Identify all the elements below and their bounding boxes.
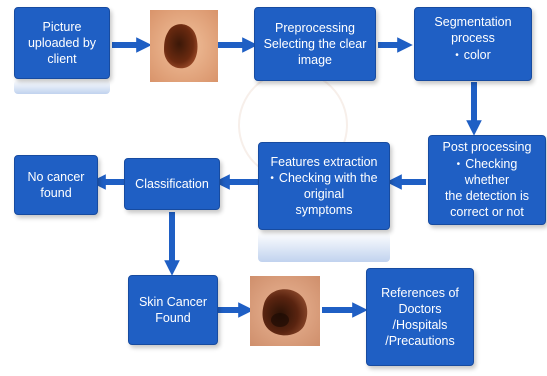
node-line: original [304, 186, 344, 202]
node-line: References of [381, 285, 459, 301]
node-bullet: • color [455, 47, 491, 63]
node-no-cancer: No cancer found [14, 155, 98, 215]
node-line: found [40, 185, 71, 201]
node-features-extraction: Features extraction • Checking with the o… [258, 142, 390, 230]
bullet-dot-icon: • [270, 173, 274, 184]
node-line: Classification [135, 176, 209, 192]
node-picture-upload: Picture uploaded by client [14, 7, 110, 79]
node-line: No cancer [28, 169, 85, 185]
node-line: Picture [43, 19, 82, 35]
node-skin-cancer-found: Skin Cancer Found [128, 275, 218, 345]
node-segmentation: Segmentation process • color [414, 7, 532, 81]
reflection-features-extraction [258, 232, 390, 262]
node-line: symptoms [296, 202, 353, 218]
node-bullet-text: Checking whether [465, 157, 518, 187]
node-line: Doctors [398, 301, 441, 317]
node-line: uploaded by [28, 35, 96, 51]
bullet-dot-icon: • [455, 50, 459, 61]
node-line: client [47, 51, 76, 67]
skin-lesion-photo-1 [150, 10, 218, 82]
node-bullet-text: color [464, 48, 491, 62]
node-bullet: • Checking with the [270, 170, 377, 186]
bullet-dot-icon: • [457, 159, 461, 170]
node-line: the detection is [445, 188, 529, 204]
node-line: Selecting the clear [264, 36, 367, 52]
node-classification: Classification [124, 158, 220, 210]
node-preprocessing: Preprocessing Selecting the clear image [254, 7, 376, 81]
node-line: Segmentation [434, 14, 511, 30]
node-line: image [298, 52, 332, 68]
node-line: Post processing [443, 139, 532, 155]
node-line: Skin Cancer [139, 294, 207, 310]
reflection-picture-upload [14, 80, 110, 94]
node-line: process [451, 30, 495, 46]
node-line: Found [155, 310, 190, 326]
node-bullet-text: Checking with the [279, 171, 378, 185]
node-line: /Precautions [385, 333, 454, 349]
node-line: correct or not [450, 204, 524, 220]
node-bullet: • Checking whether [435, 156, 539, 189]
node-line: Preprocessing [275, 20, 355, 36]
node-references: References of Doctors /Hospitals /Precau… [366, 268, 474, 366]
skin-lesion-photo-2 [250, 276, 320, 346]
node-post-processing: Post processing • Checking whether the de… [428, 135, 546, 225]
node-line: Features extraction [271, 154, 378, 170]
node-line: /Hospitals [393, 317, 448, 333]
